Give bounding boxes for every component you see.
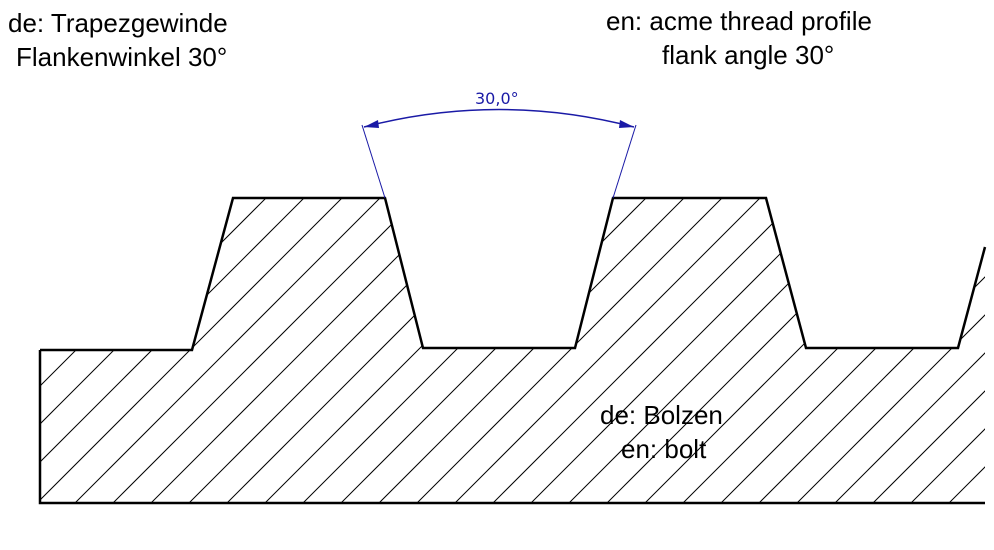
hatch-line: [853, 198, 985, 503]
hatch-line: [359, 198, 761, 503]
hatch-line: [207, 198, 609, 503]
hatch-line: [967, 198, 985, 503]
arrowhead-left: [364, 120, 379, 128]
hatch-line: [739, 198, 985, 503]
angle-dimension-label: 30,0°: [475, 89, 519, 108]
hatch-line: [283, 198, 685, 503]
hatch-line: [511, 198, 913, 503]
hatch-line: [891, 198, 985, 503]
thread-profile-outline: [38, 196, 987, 505]
hatch-line: [245, 198, 647, 503]
hatch-line: [40, 198, 305, 503]
hatch-line: [131, 198, 533, 503]
arrowhead-right: [619, 120, 634, 128]
section-hatching: [0, 160, 985, 550]
hatch-line: [40, 198, 419, 503]
title-en-line1: en: acme thread profile: [606, 6, 872, 36]
bolt-label-en: en: bolt: [621, 434, 707, 464]
hatch-line: [0, 160, 38, 550]
hatch-line: [40, 198, 115, 503]
extension-line-right: [612, 124, 637, 199]
title-en-line2: flank angle 30°: [662, 40, 835, 70]
hatch-line: [587, 198, 985, 503]
hatch-line: [40, 198, 381, 503]
hatch-line: [40, 198, 191, 503]
hatch-line: [473, 198, 875, 503]
hatch-line: [40, 198, 153, 503]
hatch-line: [93, 198, 495, 503]
hatch-line: [549, 198, 951, 503]
hatch-line: [663, 198, 985, 503]
hatch-line: [40, 198, 343, 503]
hatch-line: [815, 198, 985, 503]
dimension-arc: [363, 108, 635, 128]
hatch-line: [397, 198, 799, 503]
hatch-line: [701, 198, 985, 503]
hatch-line: [321, 198, 723, 503]
hatch-line: [40, 198, 229, 503]
hatch-line: [169, 198, 571, 503]
bolt-label-de: de: Bolzen: [600, 400, 723, 430]
title-de-line1: de: Trapezgewinde: [8, 8, 228, 38]
hatch-line: [55, 198, 457, 503]
hatch-line: [777, 198, 985, 503]
hatch-line: [40, 198, 77, 503]
hatch-line: [435, 198, 837, 503]
hatch-line: [929, 198, 985, 503]
hatch-line: [625, 198, 985, 503]
flank-angle-dimension: [361, 108, 637, 199]
extension-line-left: [361, 124, 386, 199]
title-de-line2: Flankenwinkel 30°: [16, 42, 228, 72]
